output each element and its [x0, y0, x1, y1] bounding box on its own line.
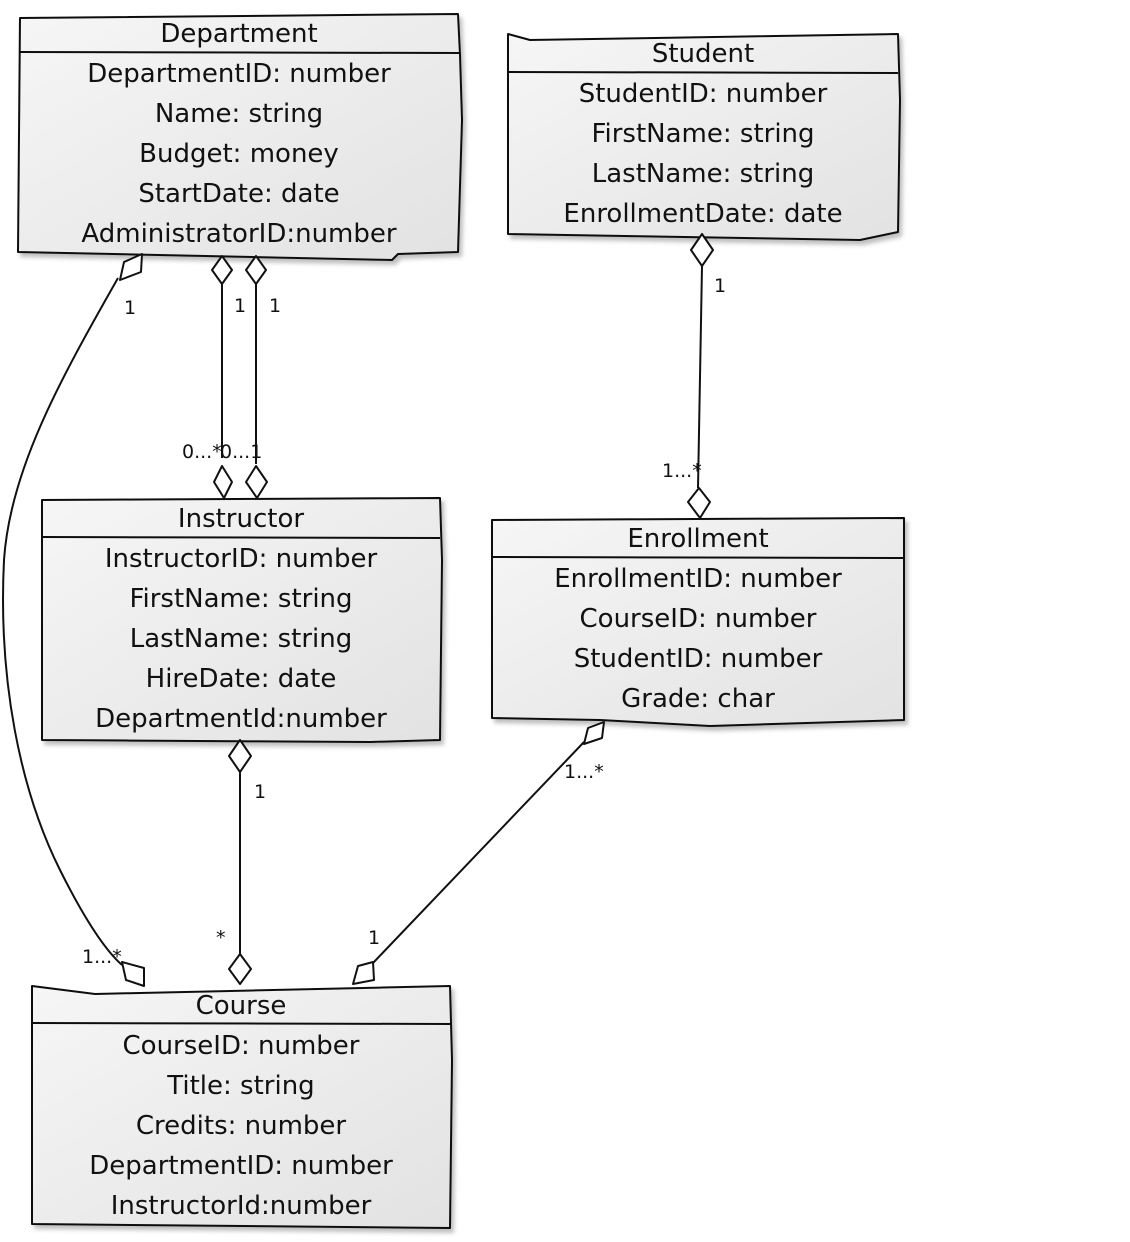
class-instructor-attr-3: LastName: string [130, 624, 353, 654]
associations [2, 265, 703, 966]
diamond-enrollment-course-source [583, 721, 605, 745]
class-instructor-attr-5: DepartmentId:number [95, 704, 387, 734]
class-instructor[interactable] [41, 497, 443, 743]
class-enrollment[interactable] [491, 517, 905, 727]
mult-enrollment-course-to: 1 [368, 927, 380, 949]
class-department-attr-5: AdministratorID:number [81, 219, 396, 249]
mult-student-enrollment-from: 1 [714, 275, 726, 297]
class-department-attr-4: StartDate: date [138, 179, 339, 209]
diamond-department-instructor-b-source [245, 255, 267, 285]
class-course-divider [31, 1022, 451, 1025]
class-instructor-box [41, 497, 443, 743]
class-instructor-attr-2: FirstName: string [129, 584, 352, 614]
mult-student-enrollment-to: 1...* [662, 460, 702, 482]
class-instructor-attr-1: InstructorID: number [105, 544, 378, 574]
association-department-course [2, 277, 123, 966]
class-department-attr-2: Name: string [155, 99, 323, 129]
class-department-divider [19, 51, 461, 54]
class-enrollment-attr-1: EnrollmentID: number [554, 564, 842, 594]
class-enrollment-title: Enrollment [627, 524, 768, 554]
diamond-department-instructor-b-target [245, 465, 268, 499]
class-student-attr-3: LastName: string [592, 159, 815, 189]
class-instructor-divider [41, 536, 441, 539]
class-instructor-title: Instructor [178, 504, 304, 534]
class-course[interactable] [31, 985, 453, 1229]
mult-department-course-to: 1...* [82, 946, 122, 968]
diamond-student-enrollment-source [690, 233, 714, 267]
class-department-title: Department [160, 19, 317, 49]
class-enrollment-box [491, 517, 905, 727]
class-course-attr-4: DepartmentID: number [89, 1151, 393, 1181]
mult-department-course-from: 1 [124, 297, 136, 319]
class-department-attr-3: Budget: money [139, 139, 339, 169]
class-student-attr-4: EnrollmentDate: date [563, 199, 842, 229]
association-student-enrollment [697, 265, 703, 489]
class-enrollment-attr-3: StudentID: number [574, 644, 823, 674]
diamond-department-instructor-a-source [211, 255, 233, 285]
class-enrollment-attr-2: CourseID: number [580, 604, 817, 634]
mult-department-instructor-b-to: 0...1 [220, 441, 262, 463]
mult-department-instructor-a-to: 0...* [182, 441, 222, 463]
class-student-divider [507, 71, 899, 74]
class-course-title: Course [196, 991, 287, 1021]
diamond-student-enrollment-target [687, 487, 711, 519]
class-department-attr-1: DepartmentID: number [87, 59, 391, 89]
class-student-title: Student [652, 39, 754, 69]
class-instructor-attr-4: HireDate: date [146, 664, 337, 694]
class-student[interactable] [507, 33, 901, 241]
diamond-instructor-course-source [228, 739, 252, 773]
diamond-instructor-course-target [228, 953, 252, 985]
class-enrollment-divider [491, 556, 905, 559]
diamond-department-course-source [119, 253, 143, 281]
multiplicity-labels: 1 1...* 1 0...* 1 0...1 1 1...* 1 * 1...… [82, 275, 726, 968]
class-enrollment-attr-4: Grade: char [621, 684, 775, 714]
association-enrollment-course [372, 741, 585, 964]
class-student-attr-2: FirstName: string [591, 119, 814, 149]
class-course-attr-1: CourseID: number [123, 1031, 360, 1061]
class-student-box [507, 33, 901, 241]
diamond-department-instructor-a-target [213, 465, 233, 499]
association-ends [119, 233, 714, 987]
class-course-attr-2: Title: string [166, 1071, 314, 1101]
diamond-enrollment-course-target [352, 961, 375, 985]
class-course-attr-5: InstructorId:number [111, 1191, 372, 1221]
mult-instructor-course-from: 1 [254, 781, 266, 803]
class-course-box [31, 985, 453, 1229]
class-course-attr-3: Credits: number [136, 1111, 347, 1141]
diamond-department-course-target [121, 961, 145, 987]
mult-enrollment-course-from: 1...* [564, 761, 604, 783]
mult-department-instructor-b-from: 1 [269, 295, 281, 317]
mult-instructor-course-to: * [216, 927, 226, 949]
class-student-attr-1: StudentID: number [579, 79, 828, 109]
mult-department-instructor-a-from: 1 [234, 295, 246, 317]
